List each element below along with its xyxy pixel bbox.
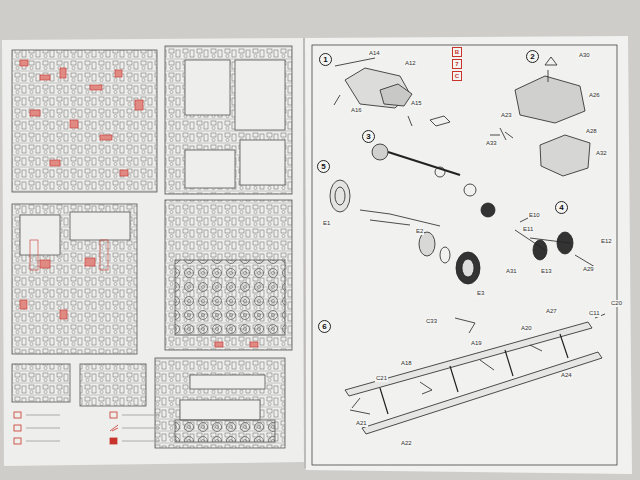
page-fold [304, 38, 305, 468]
part-number: C20 [610, 300, 623, 307]
leader-lines [334, 58, 412, 126]
steering-linkage [515, 217, 595, 267]
callout-number: 3 [366, 132, 370, 141]
assembly-illustration [330, 57, 605, 434]
part-number: C33 [425, 318, 438, 325]
part-number: E10 [528, 212, 541, 219]
frame-bracket [420, 318, 542, 394]
sprue-wheels [175, 420, 275, 442]
sprue-part [185, 150, 235, 188]
part-number: E3 [476, 290, 485, 297]
paint-code-box: 7 [452, 59, 462, 69]
part-number: A20 [520, 325, 533, 332]
sprue-frame [155, 358, 285, 448]
leaf-spring [360, 210, 440, 226]
sprue-frame [12, 364, 70, 402]
part-number: A24 [560, 372, 573, 379]
callout-number: B [455, 49, 459, 55]
part-number: E13 [540, 268, 553, 275]
frame-rail [345, 322, 592, 396]
sprue-part [70, 212, 130, 240]
step-number: 5 [317, 160, 330, 173]
part-number: A16 [350, 107, 363, 114]
sprue-frame [165, 46, 292, 194]
highlighted-parts [20, 60, 258, 347]
sprue-part [180, 400, 260, 420]
step-number: 3 [362, 130, 375, 143]
sprue-frame [165, 200, 292, 350]
axle [388, 152, 460, 175]
engine-assembly [540, 135, 590, 176]
bracket [430, 116, 450, 126]
callout-number: 5 [321, 162, 325, 171]
step-number: 4 [555, 201, 568, 214]
callout-number: 1 [323, 55, 327, 64]
callout-number: 2 [530, 52, 534, 61]
right-page [305, 36, 632, 474]
step-number: 2 [526, 50, 539, 63]
sprue-part [20, 215, 60, 255]
part-number: A23 [500, 112, 513, 119]
sprue-wheels [175, 260, 285, 335]
sprue-frame [12, 204, 137, 354]
paint-code-box: C [452, 71, 462, 81]
part-number: A27 [545, 308, 558, 315]
part-number: A28 [585, 128, 598, 135]
part-number: A14 [368, 50, 381, 57]
sprue-part [190, 375, 265, 389]
sprue-frame [12, 50, 157, 192]
callout-number: 4 [559, 203, 563, 212]
part-number: C11 [588, 310, 601, 317]
step-number: 6 [318, 320, 331, 333]
leader-lines [350, 314, 605, 414]
part-number: E11 [522, 226, 534, 233]
step-number: 1 [319, 53, 332, 66]
crossmember [380, 334, 568, 414]
part-number: A31 [505, 268, 518, 275]
callout-number: C [455, 73, 459, 79]
part-number: A12 [404, 60, 417, 67]
engine-part [545, 57, 557, 82]
brake-drum [372, 144, 388, 160]
callout-number: 7 [455, 61, 458, 67]
part-number: A21 [355, 420, 368, 427]
frame-rail [362, 352, 602, 434]
sprue-panels [12, 46, 292, 448]
part-number: A18 [400, 360, 413, 367]
part-number: C21 [375, 375, 388, 382]
part-number: E1 [322, 220, 331, 227]
left-page [2, 38, 304, 466]
engine-part [490, 128, 513, 140]
brake-drum [419, 232, 435, 256]
engine-part [380, 84, 412, 106]
part-number: A33 [485, 140, 498, 147]
paper [2, 36, 632, 474]
callout-number: 6 [322, 322, 326, 331]
sprue-part [185, 60, 230, 115]
page-frame [312, 45, 617, 465]
engine-block [515, 76, 585, 123]
part-number: A26 [588, 92, 601, 99]
part-number: A30 [578, 52, 591, 59]
wheel [557, 232, 573, 254]
part-number: A22 [400, 440, 413, 447]
paint-code-box: B [452, 47, 462, 57]
part-number: A32 [595, 150, 608, 157]
tyre [456, 252, 480, 284]
legend-icons [14, 412, 160, 444]
sprue-part [235, 60, 285, 130]
part-number: E12 [600, 238, 613, 245]
part-number: E2 [415, 228, 424, 235]
part-number: A15 [410, 100, 423, 107]
part-number: A19 [470, 340, 483, 347]
sprue-part [240, 140, 285, 185]
wheel [330, 180, 350, 212]
part-number: A29 [582, 266, 595, 273]
sprue-frame [80, 364, 146, 406]
